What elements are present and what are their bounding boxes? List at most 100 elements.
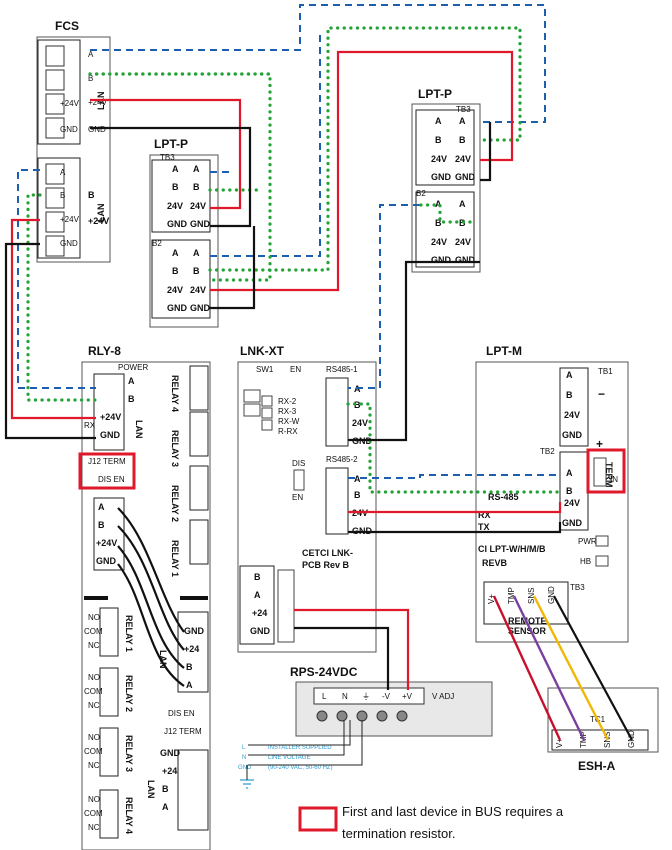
rly8-device: RLY-8 POWER A B +24V GND RX LAN J12 TERM…	[78, 344, 211, 850]
lpt-m-in-label: IN	[610, 475, 618, 484]
wire-red-24v-rps	[294, 608, 410, 690]
rps-mains-wires	[246, 720, 363, 780]
rly8-lower-b: B	[186, 662, 193, 672]
rly8-lower2-b: B	[162, 784, 169, 794]
rly8-b: B	[128, 394, 135, 404]
rly8-label: RLY-8	[88, 344, 121, 358]
lnk-dis-switch	[293, 469, 305, 491]
lnk-pwr-gnd: GND	[250, 626, 271, 636]
lpt-p-right-24v1: 24V	[431, 154, 447, 164]
lpt-p-left-device: LPT-P TB3 B2 A B 24V GND A B 24V GND A B…	[149, 137, 219, 328]
lpt-p-right-device: LPT-P TB3 B2 A B 24V GND A B 24V GND A B…	[411, 87, 481, 273]
legend-swatch	[298, 806, 338, 832]
lpt-m-tb2-label: TB2	[540, 447, 555, 456]
rps-device: RPS-24VDC L N ⏚ -V +V V ADJ L N GND INST…	[238, 665, 493, 789]
lpt-m-tx: TX	[478, 522, 490, 532]
lnk-rs485-1-block	[325, 377, 349, 447]
earth-ground-icon	[240, 779, 254, 789]
rly8-nc-3: NC	[88, 761, 100, 770]
lpt-p-left-block-1	[151, 159, 211, 233]
lpt-m-rev: REVB	[482, 558, 508, 568]
lnk-b1: B	[354, 400, 361, 410]
rly8-lower2-gnd: GND	[160, 748, 181, 758]
lpt-p-left-gnd1r: GND	[190, 219, 211, 229]
lpt-p-right-24v1r: 24V	[455, 154, 471, 164]
fcs-label: FCS	[55, 19, 79, 33]
rly8-lower2-24: +24	[162, 766, 177, 776]
legend-line-2: termination resistor.	[342, 826, 455, 841]
lnk-led-1	[261, 395, 273, 407]
lnk-a2: A	[354, 474, 361, 484]
rly8-no-4: NO	[88, 795, 100, 804]
lpt-p-right-gnd2r: GND	[455, 255, 476, 265]
wire-black-gnd-lptp	[210, 226, 256, 310]
lpt-m-tb2-b: B	[566, 486, 573, 496]
rly8-lower2-lan: LAN	[146, 780, 156, 799]
esh-a-device: TC1 V+ TMP SNS GND ESH-A	[547, 687, 659, 773]
rly8-lower-block-3	[99, 727, 119, 777]
rly8-com-3: COM	[84, 747, 103, 756]
lpt-p-left-24v1: 24V	[167, 201, 183, 211]
lpt-m-rx: RX	[478, 510, 491, 520]
lpt-p-left-label: LPT-P	[154, 137, 188, 151]
rly8-relay-4: RELAY 4	[170, 375, 180, 412]
rps-pin-minusv: -V	[382, 692, 391, 701]
lpt-p-right-b2l: B	[435, 218, 442, 228]
fcs-screws-1	[45, 45, 65, 257]
lpt-p-right-b2: B2	[416, 189, 426, 198]
rly8-relay-block-4	[189, 365, 209, 411]
lnk-xt-device: LNK-XT SW1 EN RS485-1 A B 24V GND RS485-…	[237, 344, 377, 653]
wire-sensor-gnd	[553, 595, 633, 741]
wire-blue-a-top	[90, 4, 546, 123]
lpt-p-right-a2r: A	[459, 199, 466, 209]
lpt-p-left-tb3: TB3	[160, 153, 175, 162]
rps-pin-plusv: +V	[402, 692, 413, 701]
lpt-m-pwr-led	[595, 535, 609, 547]
rly8-lower-relay-3: RELAY 3	[124, 735, 134, 772]
wire-rly8-jumper-2	[117, 525, 185, 651]
lpt-m-pwr: PWR	[578, 537, 597, 546]
fcs-device: FCS A B +24V GND +24V GND LAN A B +24V G…	[36, 19, 111, 263]
wire-rly8-jumper-3	[117, 545, 185, 669]
esh-a-terminals	[551, 729, 649, 751]
wire-black-gnd-right	[480, 122, 492, 182]
lnk-led-rx3: RX-3	[278, 407, 297, 416]
fcs-24v2-label: +24V	[60, 215, 80, 224]
rly8-lower-gnd: GND	[184, 626, 205, 636]
rps-note-2: LINE VOLTAGE	[268, 755, 310, 761]
rly8-divider-left	[84, 596, 108, 600]
lnk-sw1: SW1	[256, 365, 274, 374]
lnk-en-top: EN	[290, 365, 301, 374]
rps-pin-gnd: ⏚	[362, 692, 370, 701]
wire-green-b-top	[88, 72, 272, 282]
rly8-24v2: +24V	[96, 538, 117, 548]
lpt-p-left-gnd1: GND	[167, 219, 188, 229]
lpt-m-hb: HB	[580, 557, 591, 566]
rps-terminal-strip	[313, 687, 425, 705]
lpt-m-device: LPT-M TB1 A B 24V GND − + TB2 A B 24V GN…	[475, 344, 629, 643]
rly8-lower-lan-block-2	[177, 749, 209, 831]
lpt-m-term-jumper	[593, 457, 607, 487]
lpt-m-pin-vplus: V+	[487, 594, 496, 604]
rly8-lower-relay-2: RELAY 2	[124, 675, 134, 712]
lpt-m-tb1	[559, 367, 589, 447]
lpt-m-tb1-a: A	[566, 370, 573, 380]
legend: First and last device in BUS requires a …	[298, 804, 564, 841]
rly8-24v: +24V	[100, 412, 121, 422]
rly8-nc-1: NC	[88, 641, 100, 650]
fcs-gnd3-label: GND	[60, 239, 78, 248]
lpt-m-termination-highlight	[586, 448, 626, 494]
lpt-p-right-a1r: A	[459, 116, 466, 126]
wire-black-gnd-fcs	[90, 126, 252, 228]
lpt-p-left-a1: A	[172, 164, 179, 174]
lpt-p-left-gnd2: GND	[167, 303, 188, 313]
lpt-m-tb1-24v: 24V	[564, 410, 580, 420]
rly8-lower-lan: LAN	[158, 650, 168, 669]
rly8-gnd: GND	[100, 430, 121, 440]
fcs-b2-label: B	[60, 191, 65, 200]
rps-note-1: INSTALLER SUPPLIED	[268, 745, 332, 751]
wire-red-24v-left	[10, 218, 96, 420]
rly8-power-label: POWER	[118, 363, 148, 372]
lnk-rs485-2: RS485-2	[326, 455, 358, 464]
rly8-lan-label: LAN	[134, 420, 144, 439]
